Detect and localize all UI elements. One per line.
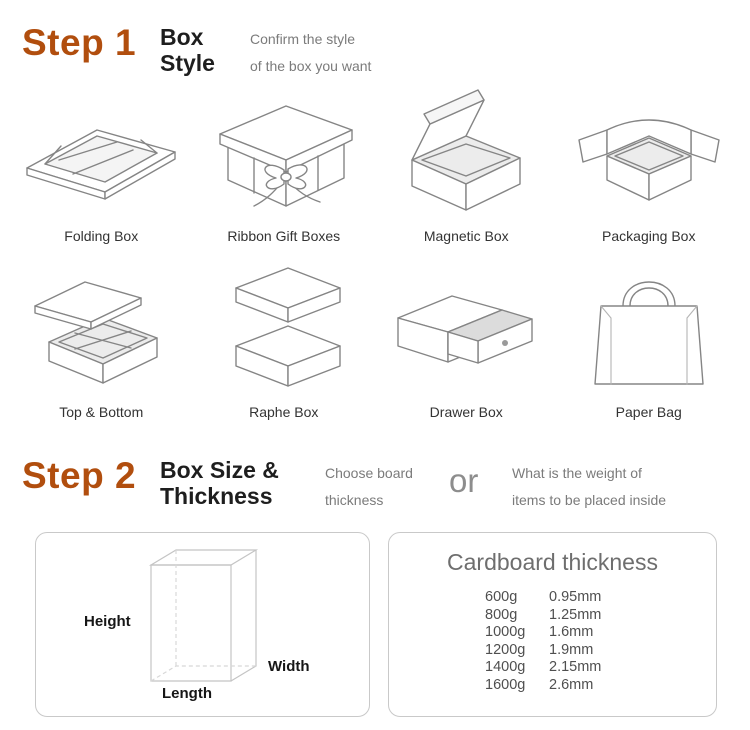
box-style-item-paper-bag: Paper Bag [558,260,741,420]
step2-title: Box Size & Thickness [160,457,279,509]
raphe-box-icon [235,267,341,387]
thickness-row-weight: 1000g [485,624,526,640]
box-style-grid: Folding Box Ribbon [10,84,740,420]
thickness-row-value: 1.25mm [549,606,602,623]
thickness-row-weight: 600g [485,589,518,605]
cardboard-thickness-title: Cardboard thickness [447,549,658,575]
thickness-table: 600g 0.95mm 800g 1.25mm 1000g 1.6mm 1200g 1.… [485,589,601,694]
box-style-label: Top & Bottom [59,404,144,420]
box-style-label: Folding Box [64,228,139,244]
box-style-item-drawer: Drawer Box [375,260,558,420]
drawer-box-icon [397,295,533,364]
folding-box-icon [26,129,176,200]
box-size-panel: Height Width Length [35,532,370,717]
paper-bag-icon [594,281,704,385]
box-style-item-magnetic: Magnetic Box [375,84,558,244]
step2-option1-line1: Choose board [325,465,413,481]
length-label: Length [162,685,212,702]
box-style-label: Magnetic Box [423,228,509,244]
ribbon-gift-box-icon [219,105,353,207]
step1-title: Box Style [160,24,215,76]
thickness-row-value: 2.15mm [549,659,602,675]
step1-title-line2: Style [160,50,215,76]
dimension-cube-icon [148,549,259,682]
step2-option2-line2: items to be placed inside [512,492,667,508]
step1-description: Confirm the style of the box you want [250,26,371,80]
box-style-item-top-bottom: Top & Bottom [10,260,193,420]
step2-title-line1: Box Size & [160,457,279,483]
box-style-label: Paper Bag [615,404,682,420]
step2-title-line2: Thickness [160,483,273,509]
or-label: or [449,462,479,499]
thickness-row-value: 1.6mm [549,624,594,640]
thickness-row-weight: 1400g [485,659,526,675]
box-style-label: Ribbon Gift Boxes [227,228,341,244]
box-style-item-packaging: Packaging Box [558,84,741,244]
thickness-row-weight: 1200g [485,641,526,658]
box-style-item-raphe: Raphe Box [193,260,376,420]
thickness-row-value: 2.6mm [549,676,594,693]
cardboard-thickness-panel: Cardboard thickness 600g 0.95mm 800g 1.25m… [388,532,717,717]
step1-title-line1: Box [160,24,204,50]
box-style-item-ribbon: Ribbon Gift Boxes [193,84,376,244]
top-bottom-box-icon [34,281,158,384]
box-style-label: Raphe Box [249,404,319,420]
height-label: Height [84,613,131,630]
step2-option2-line1: What is the weight of [512,465,642,481]
step1-label: Step 1 [22,22,137,63]
step2-option2: What is the weight of items to be placed… [512,460,666,514]
step1-desc-line1: Confirm the style [250,31,356,47]
packaging-box-icon [578,119,720,201]
box-style-label: Drawer Box [429,404,503,420]
thickness-row-weight: 1600g [485,676,526,693]
step2-label: Step 2 [22,455,137,496]
step2-option1-line2: thickness [325,492,384,508]
thickness-row-value: 1.9mm [549,641,594,658]
thickness-row-value: 0.95mm [549,589,602,605]
step2-option1: Choose board thickness [325,460,413,514]
box-style-item-folding: Folding Box [10,84,193,244]
thickness-row-weight: 800g [485,606,518,623]
box-style-label: Packaging Box [602,228,696,244]
magnetic-box-icon [411,89,521,211]
width-label: Width [268,658,310,675]
step1-desc-line2: of the box you want [250,58,372,74]
